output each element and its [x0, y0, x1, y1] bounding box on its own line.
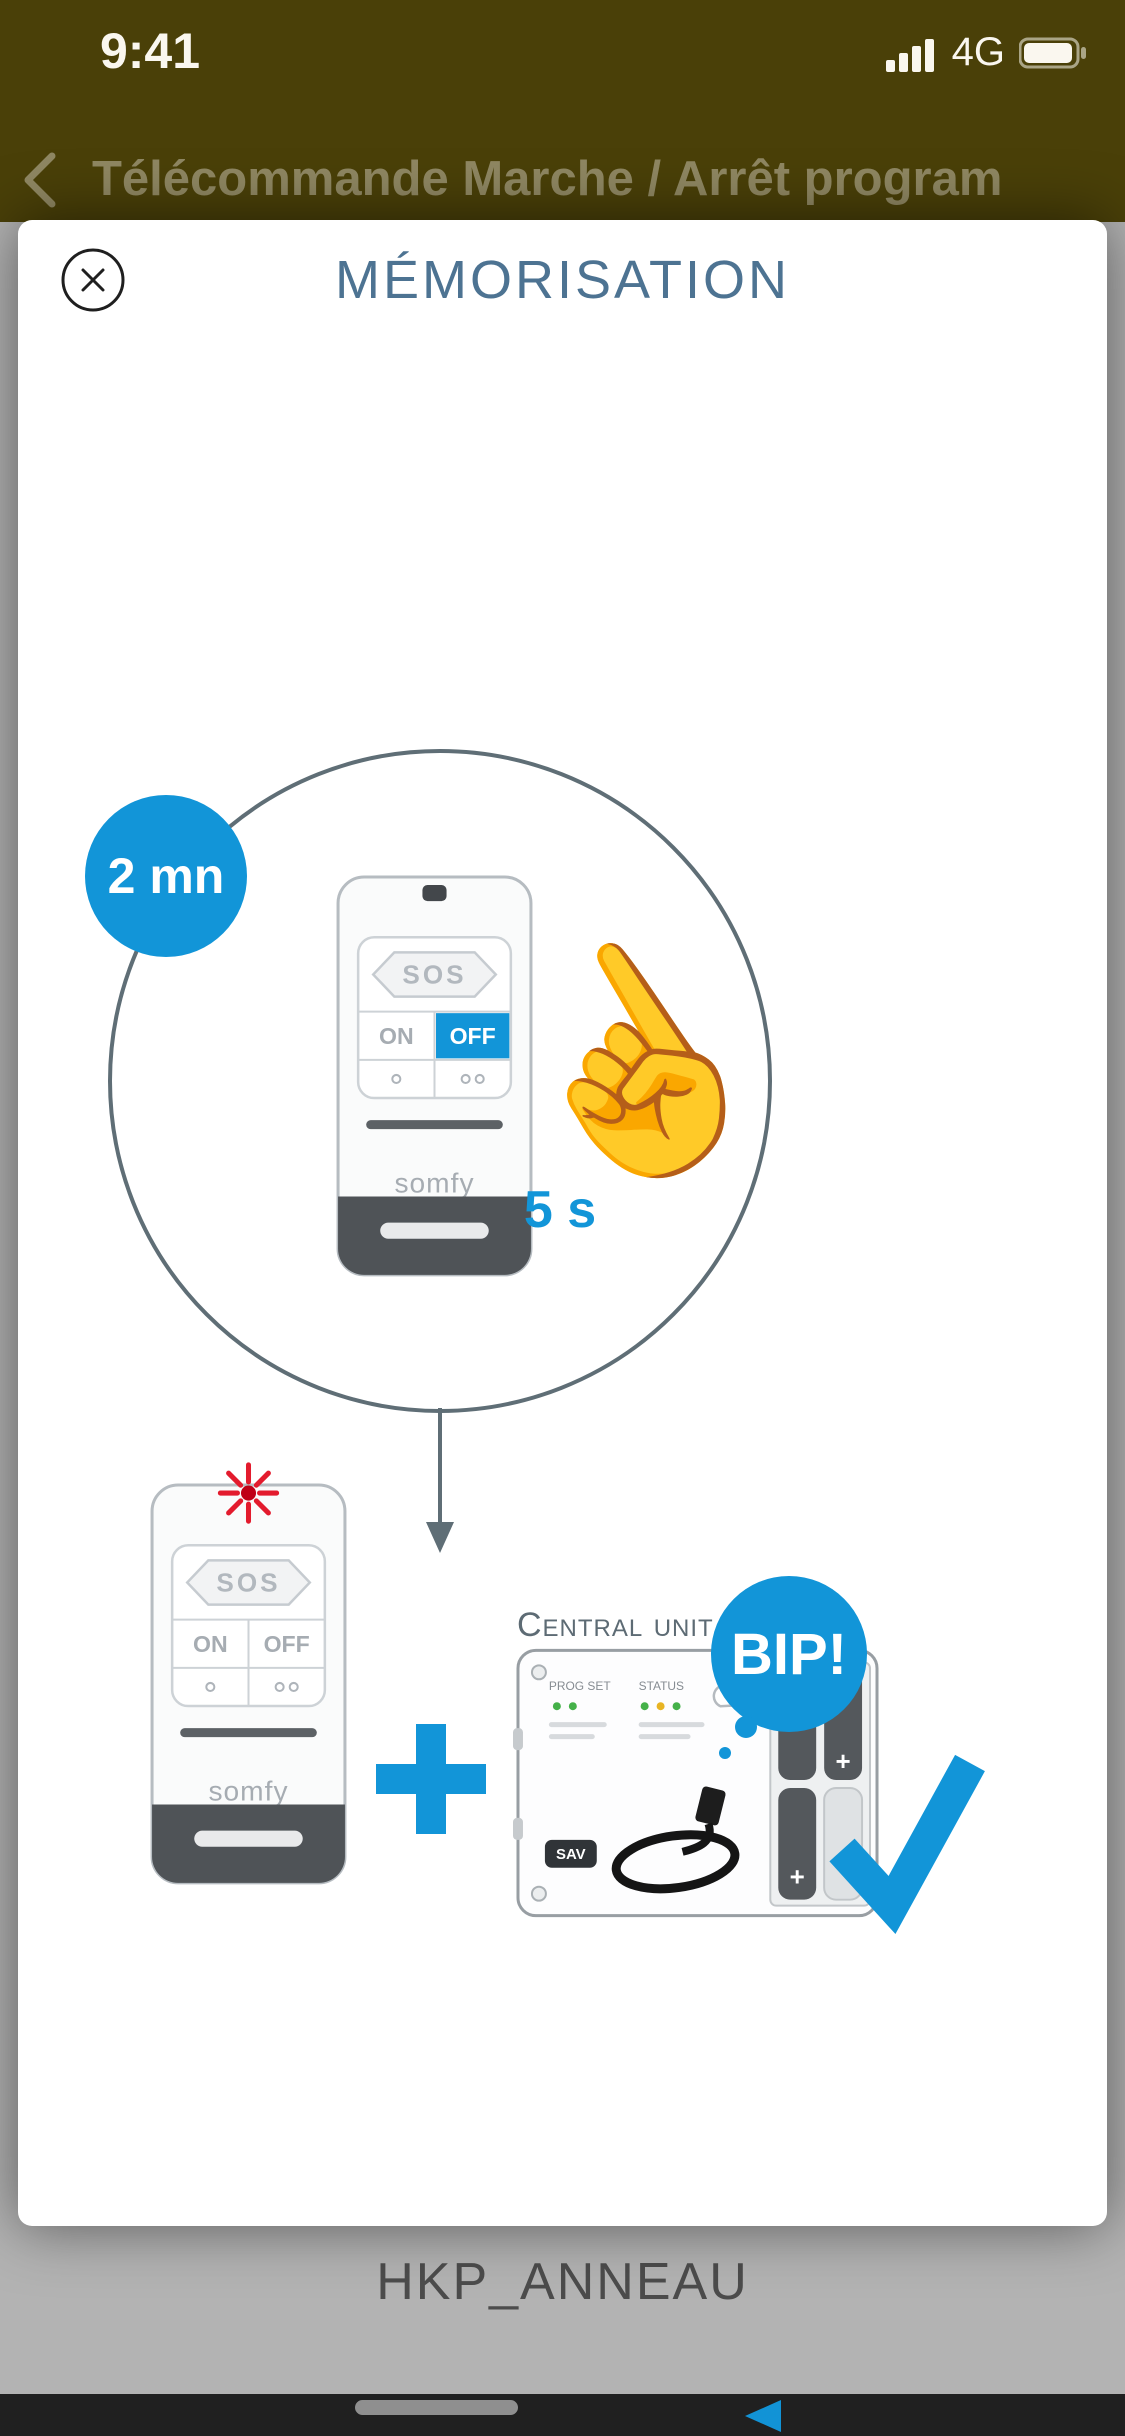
- remote-sos-button: [371, 951, 498, 998]
- signal-bars-icon: [885, 38, 934, 72]
- battery: [778, 1787, 817, 1900]
- brand-logo: somfy: [394, 1167, 474, 1198]
- beep-badge-tail: [735, 1716, 757, 1738]
- remote-off-button-highlight: [436, 1013, 510, 1059]
- back-chevron-icon: [24, 152, 56, 208]
- lanyard-hole: [422, 885, 447, 902]
- battery-icon: [1019, 37, 1086, 68]
- page-title-behind-modal: Télécommande Marche / Arrêt program: [92, 152, 1003, 206]
- bottom-bar: [0, 2394, 1125, 2436]
- scrollbar-pill: [355, 2400, 518, 2415]
- remote-sos-button: [185, 1559, 312, 1606]
- dimmed-app-header-background: [0, 0, 1125, 222]
- status-time: 9:41: [99, 23, 201, 79]
- remote-slot: [180, 1728, 317, 1738]
- on-label: ON: [379, 1023, 414, 1049]
- battery-polarity: +: [790, 1864, 805, 1892]
- power-plug: [695, 1786, 726, 1826]
- remote-control-top: SOS ON OFF somfy: [336, 875, 533, 1277]
- status-label: STATUS: [639, 1679, 684, 1693]
- remote-control-bottom: SOS ON OFF somfy: [150, 1462, 347, 1885]
- sos-label: SOS: [216, 1568, 280, 1598]
- modal-title: MÉMORISATION: [334, 250, 790, 310]
- led-burst-icon: [217, 1462, 280, 1524]
- power-cable-loop: [611, 1830, 740, 1894]
- sav-label: SAV: [556, 1846, 586, 1863]
- status-icons: 4G: [885, 30, 1089, 75]
- duration-badge: 2 mn: [85, 795, 247, 957]
- beep-badge-tail: [719, 1747, 731, 1759]
- remote-slot: [366, 1120, 503, 1130]
- network-type-label: 4G: [951, 30, 1005, 74]
- back-arrow-icon: [745, 2400, 781, 2432]
- press-duration-label: 5 s: [523, 1181, 597, 1239]
- off-label: OFF: [264, 1631, 310, 1657]
- beep-badge: BIP!: [711, 1576, 867, 1732]
- checkmark-icon: [829, 1754, 985, 1935]
- brand-logo: somfy: [208, 1775, 288, 1806]
- prog-set-label: PROG SET: [549, 1679, 611, 1693]
- memorisation-modal: MÉMORISATION 2 mn SOS ON OFF somfy ☝ 5 s: [18, 220, 1107, 2226]
- close-icon[interactable]: [59, 246, 127, 314]
- battery-polarity: +: [836, 1748, 851, 1776]
- off-label: OFF: [450, 1023, 496, 1049]
- background-section-label: HKP_ANNEAU: [376, 2253, 749, 2311]
- arrow-down-icon: [426, 1408, 454, 1553]
- plus-icon: [366, 1714, 496, 1844]
- sos-label: SOS: [402, 960, 466, 990]
- sav-button: [544, 1839, 597, 1868]
- on-label: ON: [193, 1631, 228, 1657]
- central-unit-label: Central unit: [517, 1606, 714, 1644]
